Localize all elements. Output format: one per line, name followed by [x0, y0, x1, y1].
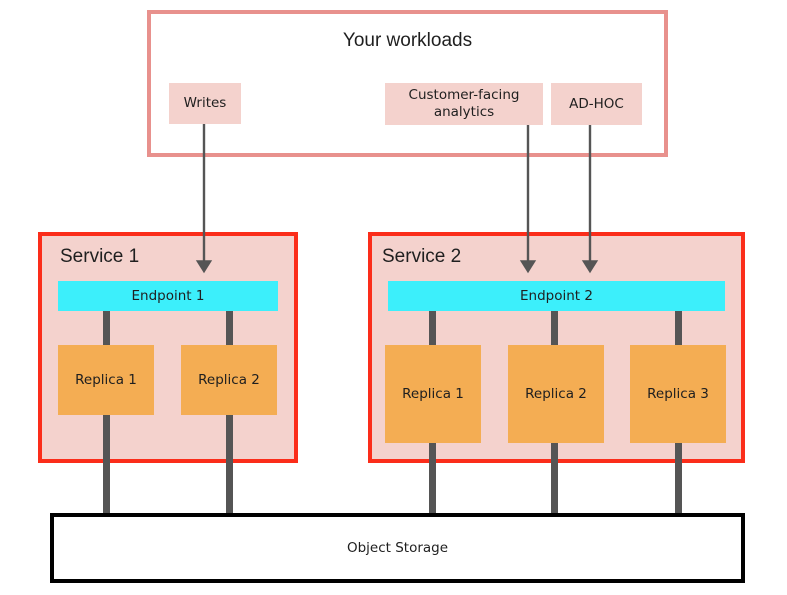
- connector-endpoint1-to-replica1: [103, 311, 110, 347]
- workload-chip-customer-facing-analytics[interactable]: Customer-facing analytics: [385, 83, 543, 125]
- workloads-title: Your workloads: [342, 30, 473, 51]
- object-storage-box[interactable]: Object Storage: [50, 513, 745, 583]
- workload-chip-ad-hoc[interactable]: AD-HOC: [551, 83, 642, 125]
- service-2-title: Service 2: [382, 246, 462, 267]
- service-1-replica-2[interactable]: Replica 2: [181, 345, 277, 415]
- connector-s2-replica1-to-storage: [429, 443, 436, 517]
- service-1-title: Service 1: [60, 246, 140, 267]
- connector-endpoint2-to-replica2: [551, 311, 558, 347]
- connector-endpoint1-to-replica2: [226, 311, 233, 347]
- service-2-replica-3[interactable]: Replica 3: [630, 345, 726, 443]
- connector-s1-replica2-to-storage: [226, 415, 233, 517]
- connector-endpoint2-to-replica1: [429, 311, 436, 347]
- service-2-replica-2[interactable]: Replica 2: [508, 345, 604, 443]
- connector-s1-replica1-to-storage: [103, 415, 110, 517]
- connector-s2-replica2-to-storage: [551, 443, 558, 517]
- endpoint-2[interactable]: Endpoint 2: [388, 281, 725, 311]
- endpoint-1[interactable]: Endpoint 1: [58, 281, 278, 311]
- connector-endpoint2-to-replica3: [675, 311, 682, 347]
- service-2-replica-1[interactable]: Replica 1: [385, 345, 481, 443]
- service-1-replica-1[interactable]: Replica 1: [58, 345, 154, 415]
- connector-s2-replica3-to-storage: [675, 443, 682, 517]
- workload-chip-writes[interactable]: Writes: [169, 83, 241, 124]
